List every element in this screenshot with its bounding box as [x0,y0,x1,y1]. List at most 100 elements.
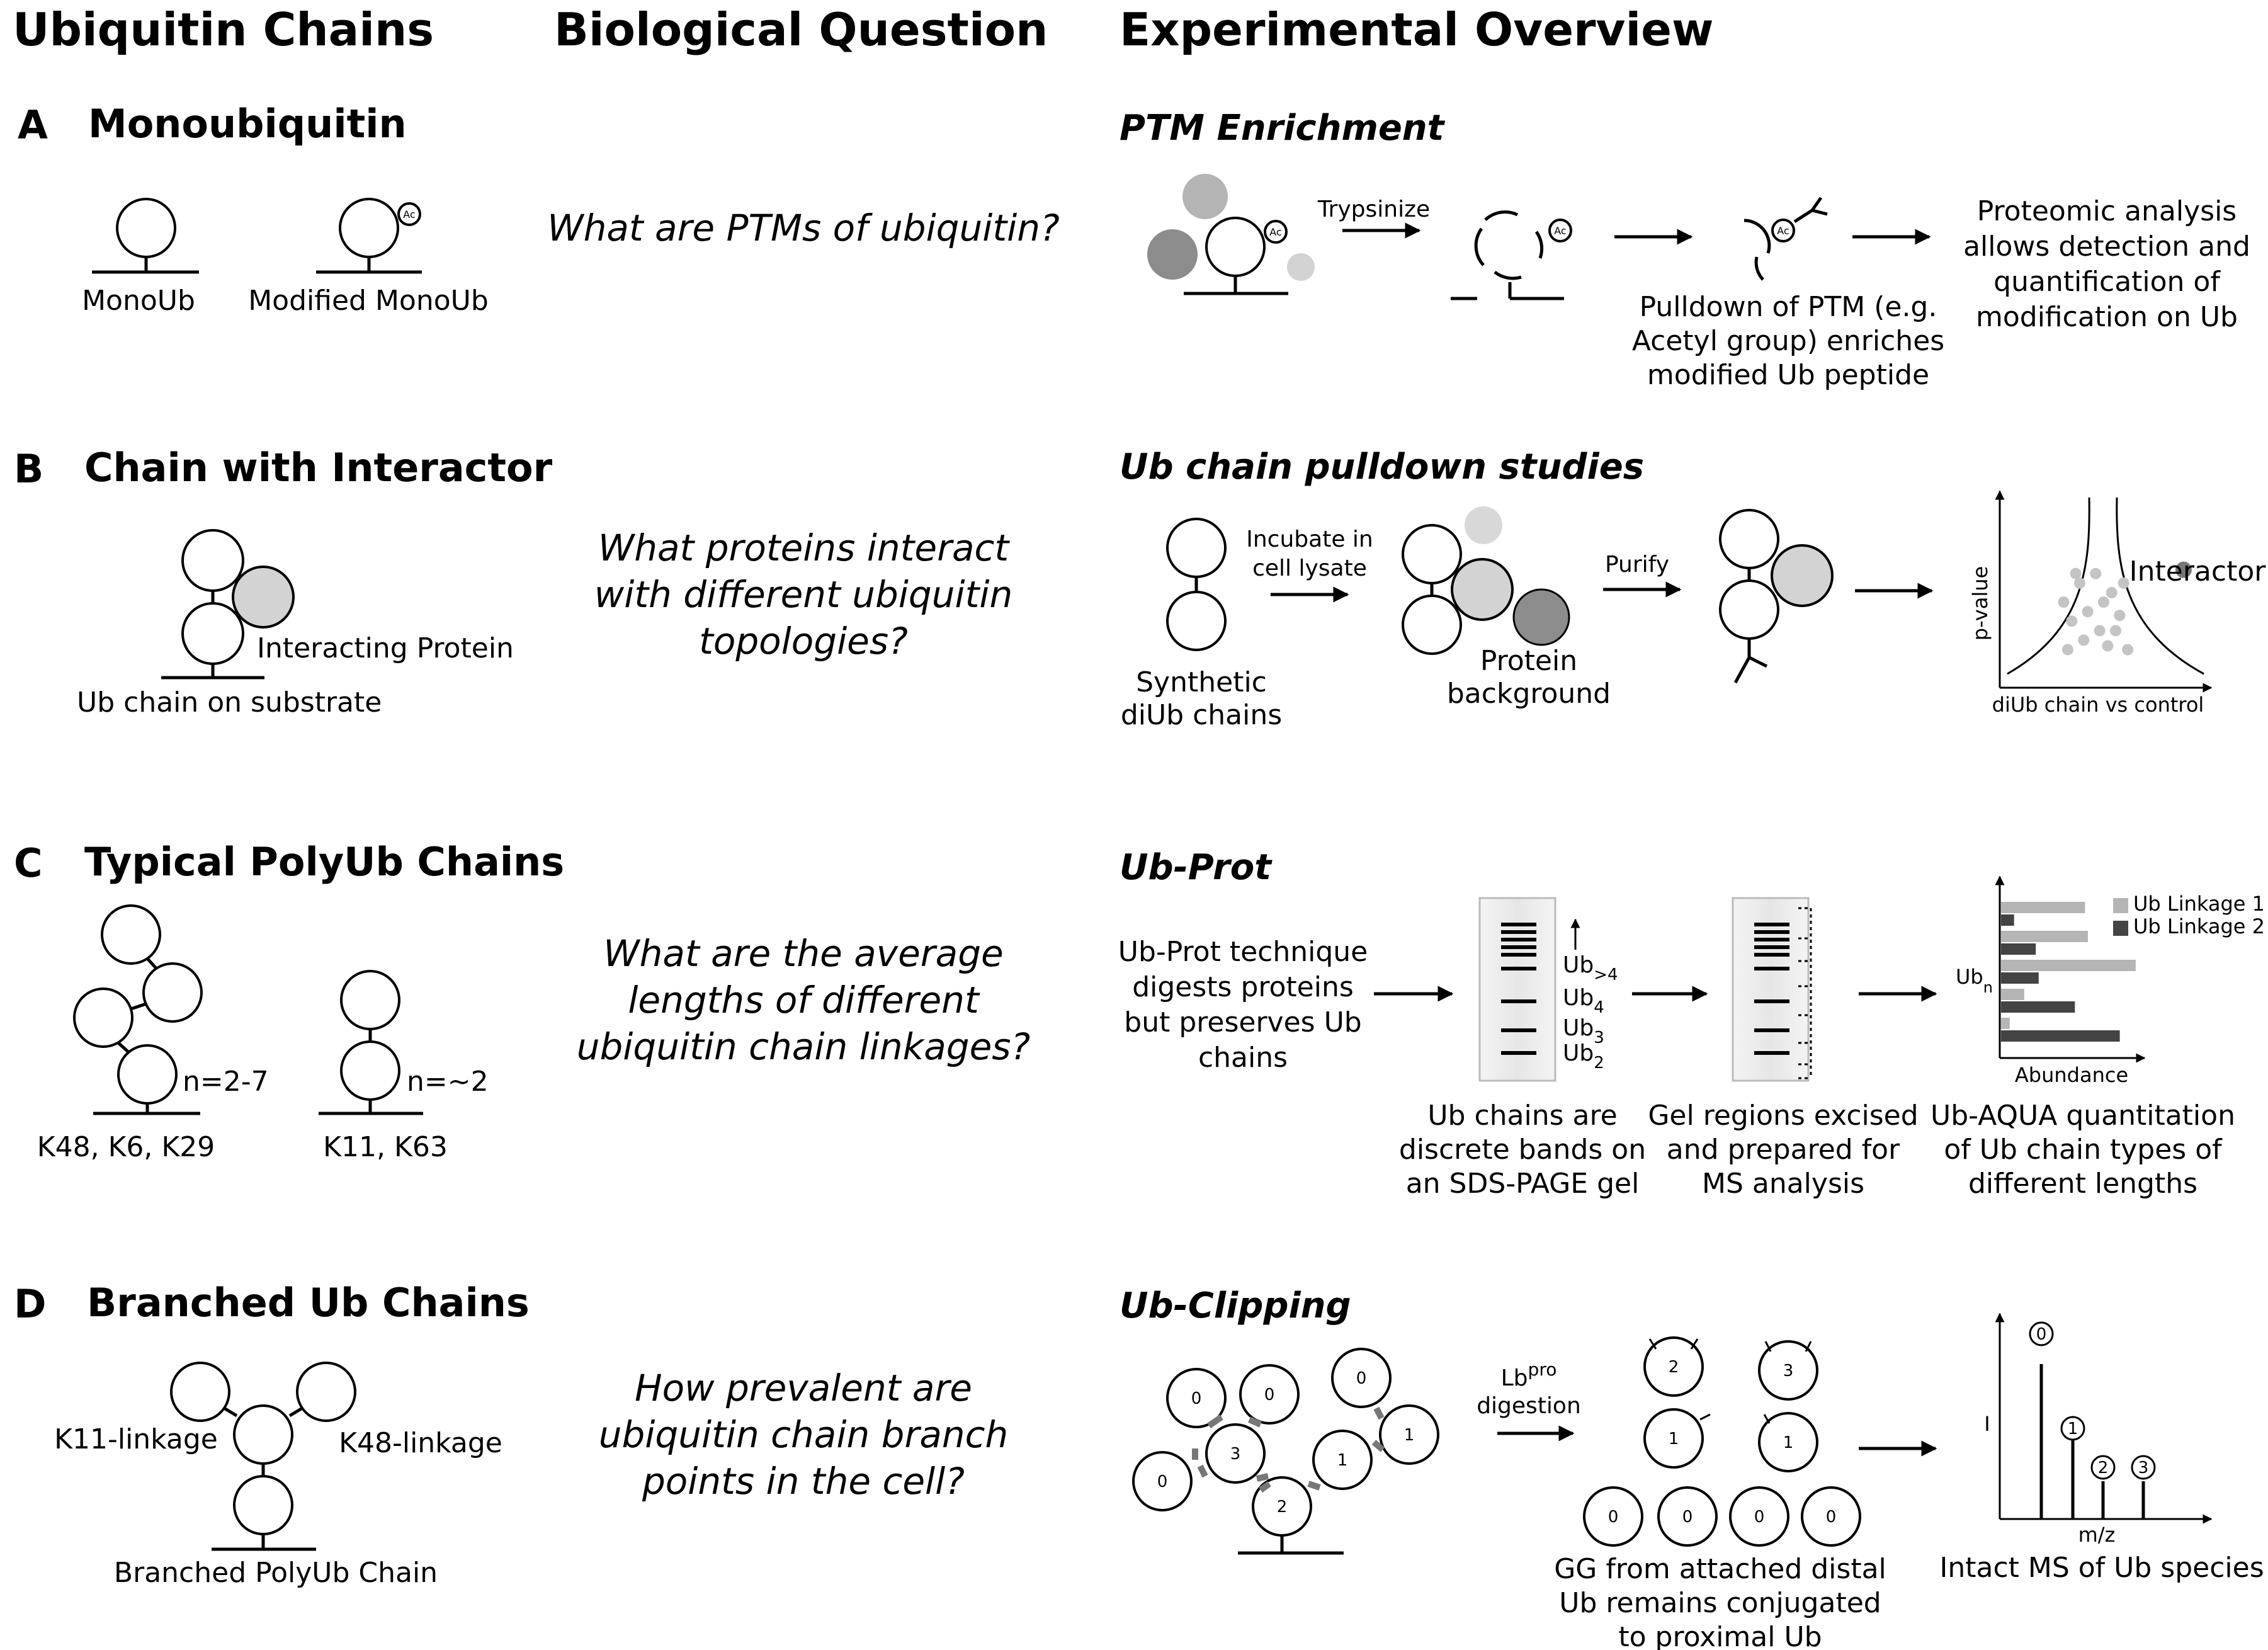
aqua-y-label: Ubn [1956,965,1993,996]
volcano-point [2061,644,2073,656]
volcano-point [2118,577,2129,589]
svg-text:0: 0 [1356,1369,1367,1388]
aqua-bar-1 [2001,902,2085,913]
ms-peak-label: 0 [2036,1325,2047,1344]
question-d-line-2: ubiquitin chain branch [599,1413,1009,1456]
section-a-title: Monoubiquitin [88,101,407,147]
section-b: B Chain with Interactor Interacting Prot… [14,445,2266,731]
volcano-x-label: diUb chain vs control [1992,693,2204,717]
legend-label-linkage-2: Ub Linkage 2 [2133,914,2265,938]
n-range-label: n=2-7 [183,1066,269,1098]
gel-band-label-4: Ub4 [1563,985,1604,1017]
svg-text:Ac: Ac [1777,225,1789,237]
volcano-point [2102,640,2114,652]
volcano-y-label: p-value [1968,566,1992,640]
volcano-point [2114,610,2126,622]
header-experimental-overview: Experimental Overview [1120,3,1714,56]
aqua-bar-2 [2001,943,2036,955]
excise-caption-1: Gel regions excised [1648,1100,1918,1132]
gg-caption-1: GG from attached distal [1554,1553,1886,1585]
trypsinize-label: Trypsinize [1317,196,1430,222]
ms-peak-label: 2 [2098,1459,2109,1477]
svg-text:1: 1 [1783,1433,1794,1452]
gel-band-label-gt4: Ub>4 [1563,952,1618,984]
ms-peak-label-circle [2131,1455,2156,1480]
question-c-line-2: lengths of different [628,979,980,1021]
aqua-bar-1 [2001,931,2088,942]
chain-with-interactor-diagram [161,529,295,680]
proteomic-caption-4: modification on Ub [1976,301,2238,333]
svg-text:3: 3 [1783,1362,1794,1380]
background-label-1: Protein [1480,645,1577,677]
section-d-title: Branched Ub Chains [87,1280,530,1326]
header-ubiquitin-chains: Ubiquitin Chains [13,3,434,56]
lysate-mixture [1402,506,1570,655]
aqua-bar-1 [2001,989,2024,1000]
gel-band-label-2: Ub2 [1563,1040,1604,1072]
volcano-point [2078,634,2090,646]
synthetic-label-2: diUb chains [1121,699,1282,731]
ub-chain-substrate-label: Ub chain on substrate [77,686,382,719]
gel-caption-3: an SDS-PAGE gel [1406,1168,1640,1200]
svg-text:0: 0 [1682,1508,1693,1527]
aqua-bar-2 [2001,1001,2075,1013]
aqua-caption-1: Ub-AQUA quantitation [1931,1100,2235,1132]
volcano-threshold-right [2116,497,2204,675]
technique-ub-prot: Ub-Prot [1120,847,1273,888]
question-d-line-1: How prevalent are [635,1367,972,1409]
question-b-line-3: topologies? [699,620,908,663]
svg-text:0: 0 [1157,1472,1168,1491]
ub-aqua-chart [1995,875,2146,1063]
interactor-label: Interactor [2129,555,2267,588]
svg-text:0: 0 [1264,1385,1275,1404]
technique-ptm-enrichment: PTM Enrichment [1120,108,1446,149]
pulldown-caption-3: modified Ub peptide [1647,359,1929,391]
ub-prot-desc-4: chains [1198,1042,1288,1074]
section-b-title: Chain with Interactor [84,445,553,491]
gel-band-label-3: Ub3 [1563,1015,1604,1047]
technique-pulldown: Ub chain pulldown studies [1120,447,1644,487]
intact-ms-caption: Intact MS of Ub species [1939,1552,2264,1584]
n-approx-label: n=~2 [407,1066,489,1098]
legend-swatch-linkage-1 [2113,898,2128,913]
ms-peak-label-circle [2060,1416,2085,1441]
question-b-line-1: What proteins interact [598,526,1011,569]
clipped-product-numbers: 2 3 1 1 0 0 0 0 [1608,1358,1837,1527]
section-c-title: Typical PolyUb Chains [84,839,564,885]
svg-text:2: 2 [1669,1358,1679,1377]
ptm-protein-mixture: Ac [1147,174,1315,295]
interacting-protein-label: Interacting Protein [257,632,514,664]
volcano-point [2070,567,2082,579]
section-d: D Branched Ub Chains K11-linkage K48-lin… [14,1280,2264,1650]
gel-caption-2: discrete bands on [1399,1134,1646,1166]
aqua-x-label: Abundance [2015,1063,2128,1087]
volcano-point [2098,596,2109,608]
ub-prot-desc-2: digests proteins [1132,971,1354,1003]
svg-text:Ac: Ac [1269,226,1281,238]
legend-label-linkage-1: Ub Linkage 1 [2133,892,2265,916]
monoub-label: MonoUb [82,285,195,317]
ms-peak-label: 1 [2068,1420,2078,1438]
svg-text:3: 3 [1230,1445,1241,1464]
section-d-letter: D [14,1281,46,1327]
svg-text:1: 1 [1337,1451,1348,1470]
synthetic-diub [1166,518,1227,651]
svg-text:1: 1 [1669,1430,1679,1448]
clipping-substrate-chain [1132,1348,1439,1555]
ms-x-label: m/z [2078,1523,2116,1547]
lbpro-label: Lbpro [1501,1359,1557,1391]
aqua-bar-1 [2001,1018,2010,1029]
monoub-diagram [92,198,199,274]
svg-text:0: 0 [1191,1389,1202,1408]
k48-chain-diagram [73,904,203,1115]
question-d-line-3: points in the cell? [642,1460,965,1503]
aqua-caption-2: of Ub chain types of [1944,1134,2223,1166]
purified-complex [1719,509,1834,684]
digested-peptides: Ac [1451,210,1572,300]
header-biological-question: Biological Question [554,3,1048,56]
volcano-point [2122,644,2134,656]
gel-caption-1: Ub chains are [1427,1100,1617,1132]
k48-linkages-label: K48, K6, K29 [37,1131,215,1163]
section-c-letter: C [14,840,43,886]
